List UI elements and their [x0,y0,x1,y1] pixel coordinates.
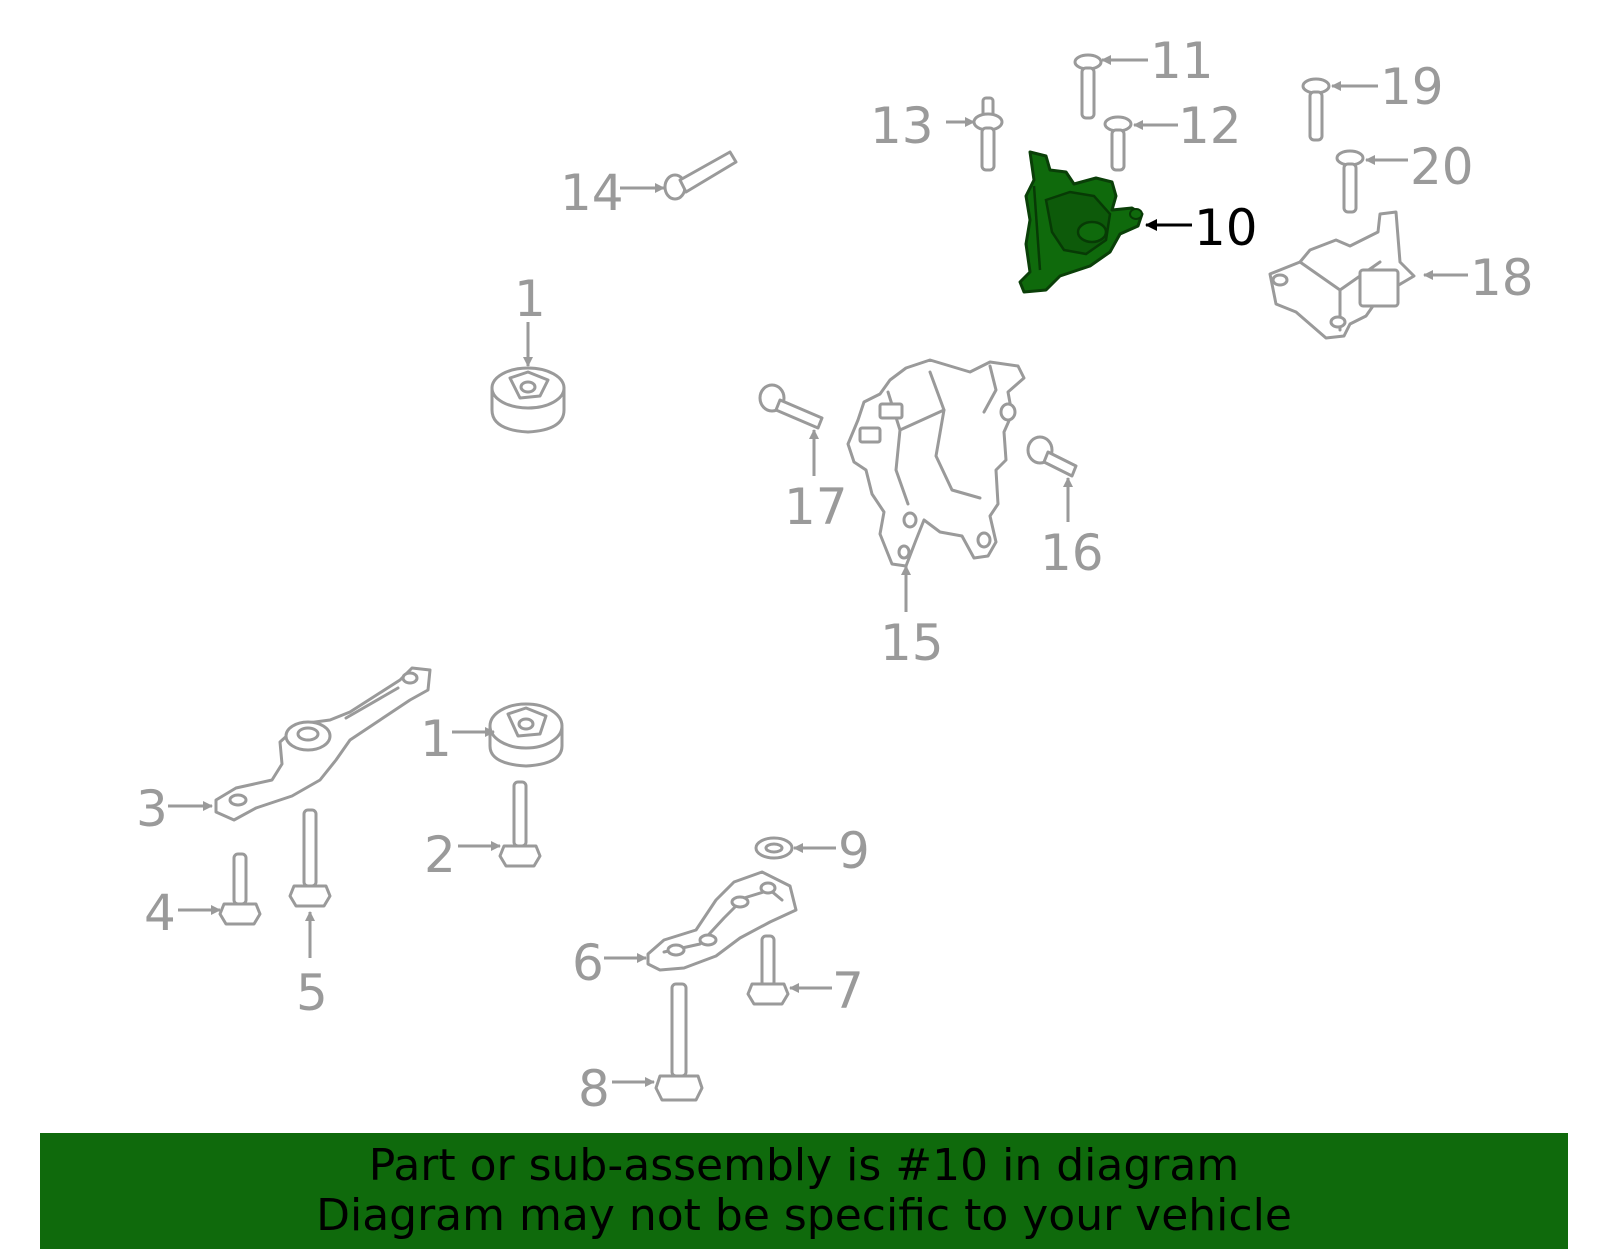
bolt-8[interactable] [654,982,704,1102]
info-banner: Part or sub-assembly is #10 in diagram D… [40,1133,1568,1249]
label-3: 3 [136,780,168,838]
label-19: 19 [1380,58,1444,116]
label-1-lower: 1 [420,710,452,768]
torque-rod-3[interactable] [214,666,432,822]
bolt-4[interactable] [218,852,262,926]
bushing-1-upper[interactable] [490,366,566,434]
label-9: 9 [838,822,870,880]
bolt-20[interactable] [1335,149,1365,214]
bolt-16[interactable] [1026,435,1078,478]
label-17: 17 [784,478,848,536]
bolt-19[interactable] [1301,77,1331,142]
washer-9[interactable] [754,836,794,860]
label-15: 15 [880,614,944,672]
label-20: 20 [1410,138,1474,196]
label-11: 11 [1150,32,1214,90]
bolt-17[interactable] [758,383,824,430]
banner-line-2: Diagram may not be specific to your vehi… [316,1190,1292,1241]
bolt-12[interactable] [1103,115,1133,172]
label-5: 5 [296,964,328,1022]
label-1-upper: 1 [514,270,546,328]
label-18: 18 [1470,249,1534,307]
label-2: 2 [424,826,456,884]
engine-mount-10[interactable] [1018,150,1144,294]
bushing-1-lower[interactable] [488,702,564,768]
label-10: 10 [1194,199,1258,257]
label-13: 13 [870,97,934,155]
label-14: 14 [560,164,624,222]
bolt-7[interactable] [746,934,790,1006]
mount-bracket-6[interactable] [646,870,798,972]
label-16: 16 [1040,524,1104,582]
banner-line-1: Part or sub-assembly is #10 in diagram [368,1140,1240,1191]
bolt-11[interactable] [1073,53,1103,120]
stud-13[interactable] [972,96,1004,172]
label-6: 6 [572,934,604,992]
label-7: 7 [832,962,864,1020]
bolt-2[interactable] [498,780,542,868]
bracket-15[interactable] [846,358,1026,568]
bracket-18[interactable] [1268,210,1416,340]
label-12: 12 [1178,97,1242,155]
bolt-5[interactable] [288,808,332,908]
bolt-14[interactable] [663,150,738,201]
label-4: 4 [144,884,176,942]
label-8: 8 [578,1060,610,1118]
